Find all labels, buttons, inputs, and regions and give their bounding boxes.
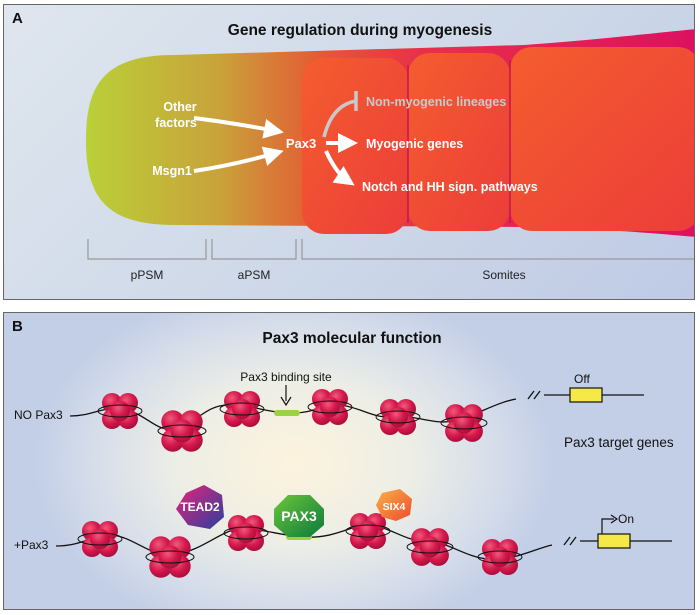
row1-nucleosome-1: [97, 393, 143, 429]
tead2-factor-shape: [176, 485, 224, 529]
row1-gene-box: [569, 387, 603, 403]
row1-nucleosome-6: [440, 404, 488, 442]
factor-tead2: TEAD2: [180, 500, 220, 514]
input-msgn1: Msgn1: [152, 164, 192, 178]
panel-b-diagram: B Pax3 molecular function NO Pax3 Pax3 b…: [12, 318, 674, 578]
row2-nucleosome-5: [406, 528, 454, 566]
row1-label: NO Pax3: [14, 408, 63, 422]
row1-state: Off: [574, 372, 590, 386]
row1-nucleosome-3: [219, 391, 265, 427]
target-genes-label: Pax3 target genes: [564, 435, 674, 450]
panel-a: A Gene regulation during myogenesis Othe…: [3, 4, 695, 300]
panel-b: B Pax3 molecular function NO Pax3 Pax3 b…: [3, 312, 695, 610]
output-non-myogenic: Non-myogenic lineages: [366, 95, 506, 109]
somite-2: [408, 53, 510, 231]
bracket-apsm: [211, 239, 297, 260]
arrow-msgn1: [193, 146, 284, 173]
hub-pax3: Pax3: [286, 136, 316, 151]
row1-nucleosome-2: [157, 410, 207, 452]
factor-six4: SIX4: [383, 501, 406, 513]
row2-label: +Pax3: [14, 538, 49, 552]
factor-pax3: PAX3: [281, 508, 317, 524]
panel-b-title: Pax3 molecular function: [262, 330, 441, 347]
panel-a-diagram: A Gene regulation during myogenesis Othe…: [12, 10, 694, 282]
pax3-factor-shape: [274, 495, 324, 537]
input-other-factors-l2: factors: [155, 116, 197, 130]
region-somites: Somites: [482, 268, 525, 282]
bracket-somites: [301, 239, 694, 260]
arrow-other-factors: [193, 116, 284, 139]
somite-3: [510, 47, 694, 231]
region-apsm: aPSM: [238, 268, 271, 282]
row2-nucleosome-6: [477, 539, 523, 575]
row1-nucleosome-5: [375, 399, 421, 435]
arrow-notch-hh: [324, 150, 355, 186]
panel-a-letter: A: [12, 10, 23, 27]
binding-site-label: Pax3 binding site: [240, 370, 332, 384]
row2-nucleosome-4: [345, 513, 391, 549]
row2-nucleosome-2: [145, 536, 195, 578]
row1-binding-site: [274, 410, 300, 416]
output-myogenic: Myogenic genes: [366, 137, 463, 151]
input-other-factors-l1: Other: [163, 100, 196, 114]
output-notch-hh: Notch and HH sign. pathways: [362, 180, 538, 194]
row2-gene-box: [597, 533, 631, 549]
inhibition-non-myogenic: [322, 99, 357, 138]
region-ppsm: pPSM: [131, 268, 164, 282]
panel-b-letter: B: [12, 318, 23, 335]
row2-nucleosome-1: [77, 521, 123, 557]
row2-nucleosome-3: [223, 515, 269, 551]
six4-factor-shape: [376, 489, 412, 521]
panel-a-title: Gene regulation during myogenesis: [228, 22, 492, 39]
bracket-ppsm: [87, 239, 207, 260]
row2-state: On: [618, 512, 634, 526]
transcription-arrow: [601, 518, 614, 534]
row1-nucleosome-4: [307, 389, 353, 425]
